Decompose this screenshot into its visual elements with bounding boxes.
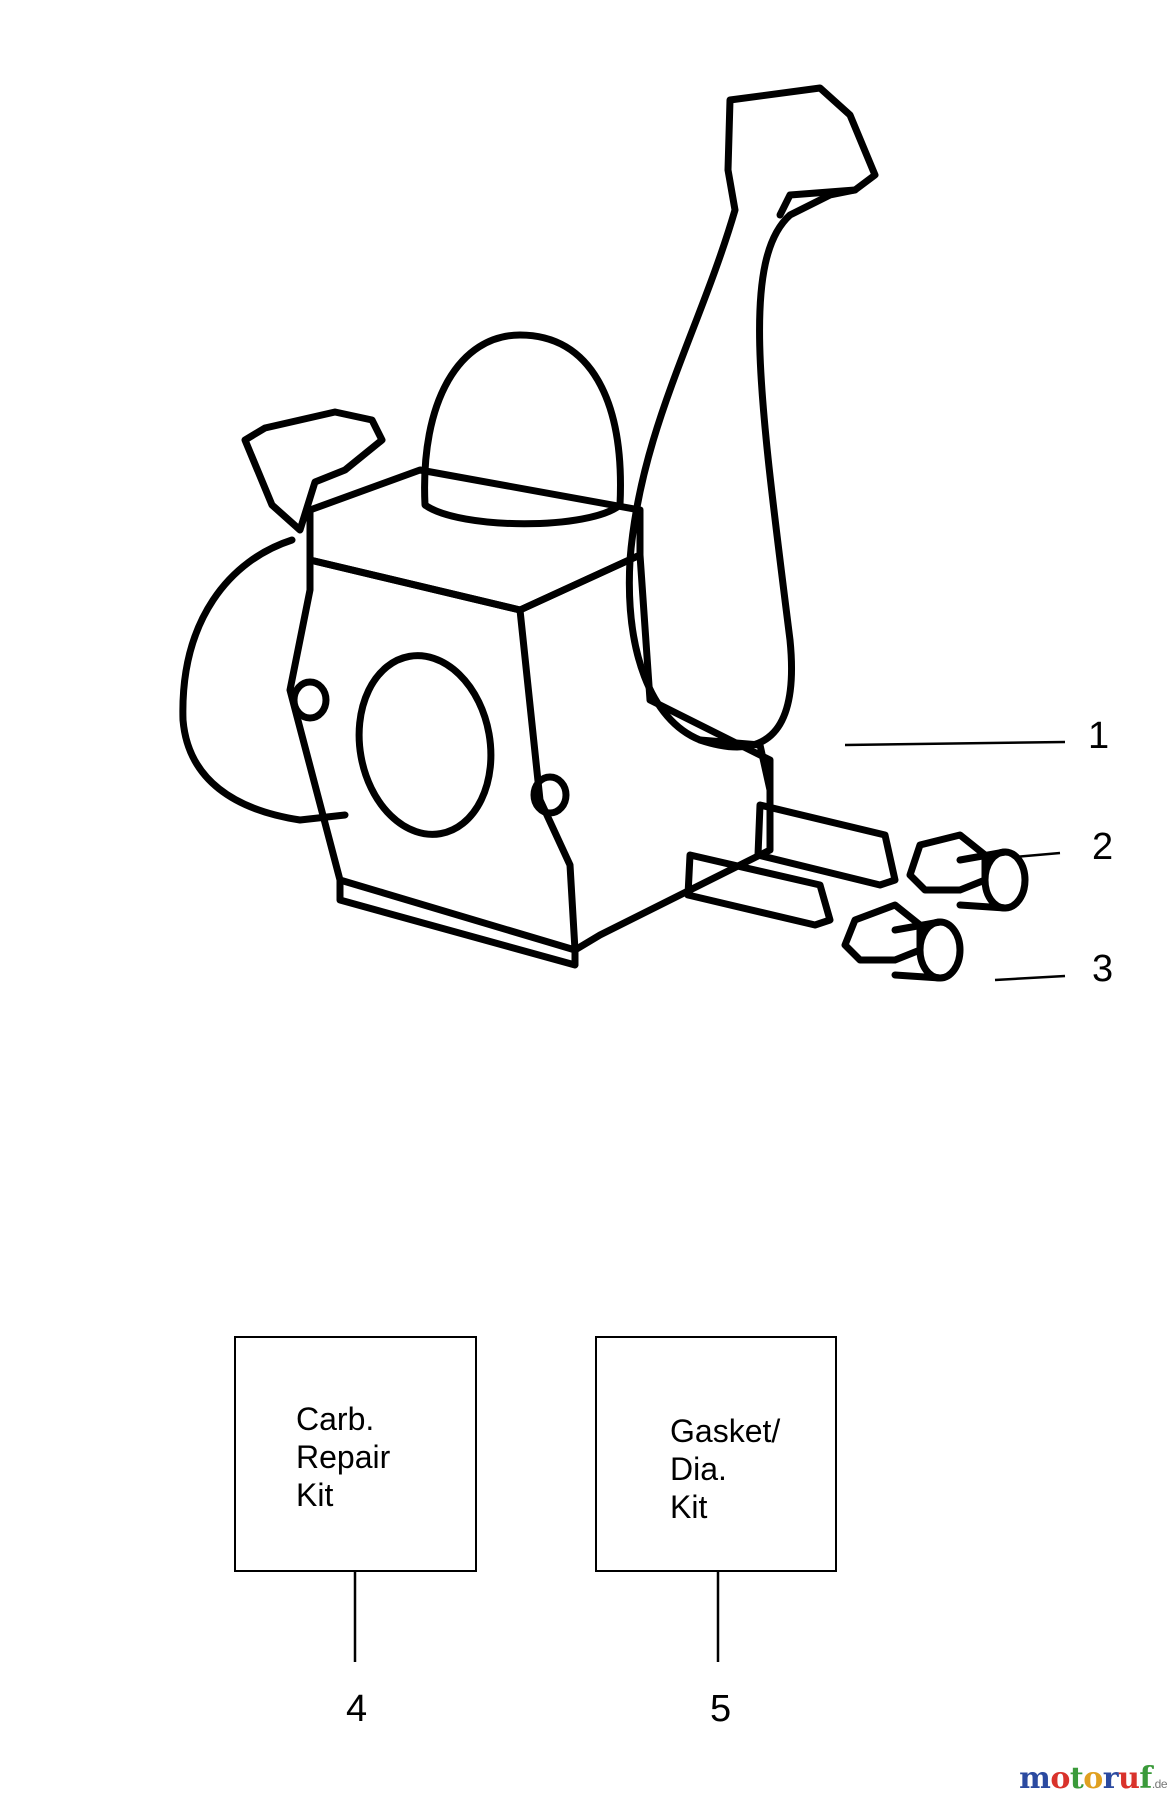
logo-letter: m [1019, 1761, 1051, 1796]
lever-shaft [696, 736, 774, 794]
primer-bulb [421, 331, 624, 528]
callout-3: 3 [1092, 948, 1114, 990]
carb-body-front [286, 556, 579, 954]
motoruf-logo: motoruf.de [1019, 1761, 1167, 1796]
limiter-cap-2 [906, 831, 989, 894]
carb-repair-kit-box [234, 1336, 477, 1572]
adjust-needle-lower [684, 851, 834, 929]
logo-suffix: .de [1151, 1777, 1168, 1791]
venturi-bore [355, 652, 495, 838]
gasket-dia-kit-box [595, 1336, 837, 1572]
diaphragm-flap [179, 536, 349, 824]
leader-line-2 [1014, 851, 1061, 859]
callout-1: 1 [1088, 715, 1110, 757]
logo-letter: u [1118, 1761, 1140, 1796]
carb-repair-kit-label: Carb. Repair Kit [296, 1401, 391, 1513]
logo-letter: f [1139, 1761, 1152, 1796]
gasket-dia-kit-label: Gasket/ Dia. Kit [670, 1413, 781, 1525]
bracket-tab [241, 408, 386, 534]
logo-letter: o [1083, 1761, 1103, 1796]
adjust-needle-upper [754, 801, 899, 889]
logo-letter: t [1069, 1761, 1084, 1796]
mount-hole-top [290, 678, 330, 722]
limiter-cap-3 [841, 901, 924, 964]
choke-lever [625, 84, 879, 751]
side-block [516, 551, 774, 954]
mount-hole-bottom [530, 773, 570, 817]
logo-letter: o [1050, 1761, 1070, 1796]
leader-line-3 [994, 974, 1066, 982]
callout-5: 5 [710, 1688, 732, 1730]
callout-4: 4 [346, 1688, 368, 1730]
callout-2: 2 [1092, 826, 1114, 868]
leader-line-1 [844, 740, 1066, 747]
logo-letter: r [1102, 1761, 1119, 1796]
base-plate [336, 876, 579, 969]
carb-body-top [306, 466, 644, 614]
